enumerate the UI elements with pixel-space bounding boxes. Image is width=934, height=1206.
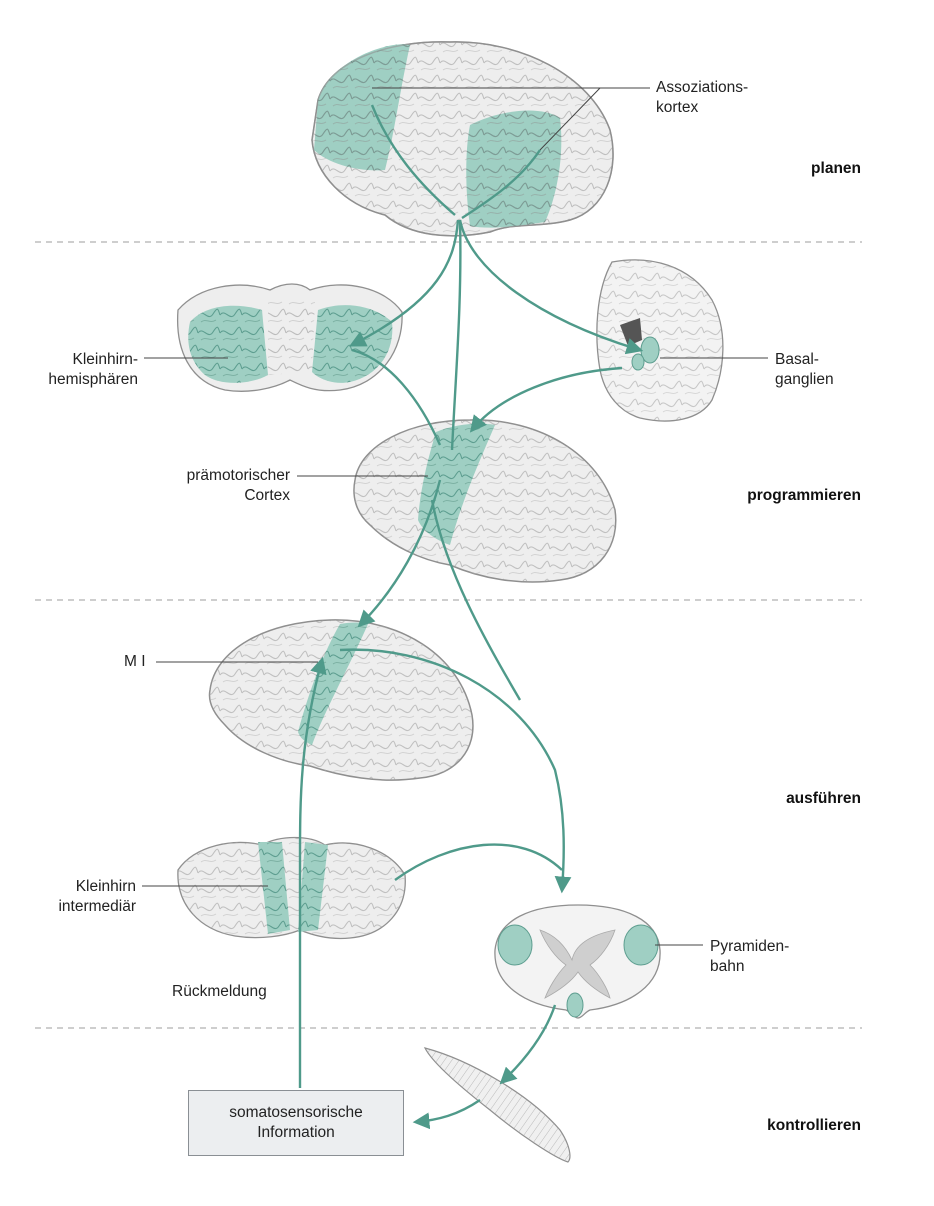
label-assoziationskortex-line1: Assoziations- — [656, 79, 749, 96]
brain-association-cortex — [311, 41, 614, 237]
brain-m1 — [208, 619, 474, 781]
label-praemotorischer-cortex-line1: prämotorischer — [186, 467, 290, 484]
label-rueckmeldung: Rückmeldung — [172, 982, 267, 1002]
label-m1-text: M I — [124, 653, 146, 670]
stage-label-planen: planen — [811, 160, 861, 177]
arrow-premotor-to-m1 — [357, 479, 442, 628]
arrow-association-left — [370, 104, 456, 216]
leader-lines — [142, 87, 768, 946]
label-m1: M I — [124, 652, 146, 672]
stage-label-kontrollieren: kontrollieren — [767, 1117, 861, 1134]
label-kleinhirnhemisphaeren-line1: Kleinhirn- — [72, 351, 138, 368]
label-kleinhirnhemisphaeren-line2: hemisphären — [48, 371, 138, 388]
label-pyramidenbahn: Pyramiden- bahn — [710, 937, 789, 977]
label-praemotorischer-cortex-line2: Cortex — [244, 487, 290, 504]
arrow-basal-to-premotor — [469, 366, 623, 433]
brain-premotor-cortex — [353, 419, 617, 583]
info-box-line2: Information — [257, 1124, 335, 1141]
label-kleinhirn-intermediaer-line1: Kleinhirn — [75, 878, 136, 895]
arrow-cerebellum-inter-to-spinal — [394, 843, 563, 881]
label-kleinhirn-intermediaer: Kleinhirn intermediär — [38, 877, 136, 917]
spinal-cord-section — [494, 904, 661, 1019]
pathway-arrows — [298, 104, 644, 1130]
arrow-spinal-to-muscle — [499, 1004, 557, 1085]
label-basalganglien-line1: Basal- — [775, 351, 819, 368]
stage-label-programmieren: programmieren — [747, 487, 861, 504]
label-kleinhirn-intermediaer-line2: intermediär — [58, 898, 136, 915]
label-rueckmeldung-text: Rückmeldung — [172, 983, 267, 1000]
label-basalganglien-line2: ganglien — [775, 371, 834, 388]
arrow-to-cerebellum-hemi — [349, 219, 460, 347]
stage-label-ausfuehren: ausführen — [786, 790, 861, 807]
arrow-cerebellum-to-premotor — [351, 348, 442, 446]
arrow-muscle-to-info — [412, 1099, 481, 1130]
label-assoziationskortex-line2: kortex — [656, 99, 699, 116]
arrow-m1-to-spinal — [339, 648, 572, 894]
arrow-association-right — [461, 149, 541, 220]
label-praemotorischer-cortex: prämotorischer Cortex — [150, 466, 290, 506]
cerebellum-hemispheres — [176, 283, 403, 392]
arrow-feedback-to-m1 — [298, 656, 327, 1088]
basal-ganglia-section — [596, 259, 724, 422]
label-basalganglien: Basal- ganglien — [775, 350, 834, 390]
info-box-line1: somatosensorische — [229, 1104, 363, 1121]
label-pyramidenbahn-line1: Pyramiden- — [710, 938, 790, 955]
stage-dividers — [35, 241, 862, 1029]
arrow-to-basal-ganglia — [458, 219, 644, 355]
muscle — [423, 1047, 571, 1163]
label-kleinhirnhemisphaeren: Kleinhirn- hemisphären — [38, 350, 138, 390]
arrow-to-premotor-trunk — [450, 219, 462, 451]
label-assoziationskortex: Assoziations- kortex — [656, 78, 748, 118]
label-pyramidenbahn-line2: bahn — [710, 958, 745, 975]
leader-association-right — [539, 87, 601, 151]
somatosensory-info-box: somatosensorische Information — [188, 1090, 404, 1156]
arrow-premotor-to-spinal — [430, 499, 522, 701]
cerebellum-intermediate — [177, 836, 406, 940]
